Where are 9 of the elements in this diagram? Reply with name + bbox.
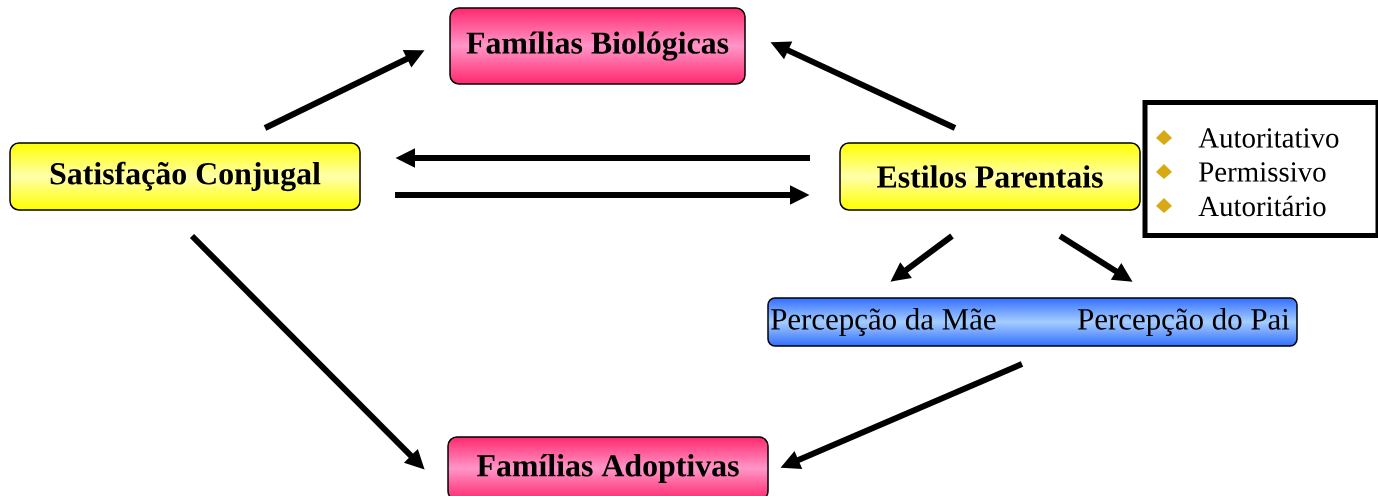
list-item: Autoritativo [1198, 128, 1339, 148]
rounded-box: Satisfação Conjugal [9, 142, 361, 211]
box-text: Percepção da Mãe [771, 308, 996, 336]
rounded-box: Famílias Biológicas [449, 7, 746, 85]
list-item: Autoritário [1198, 195, 1326, 217]
box-text: Percepção do Pai [1078, 308, 1290, 336]
rounded-box: Famílias Adoptivas [447, 436, 769, 496]
rounded-box: Estilos Parentais [839, 142, 1141, 211]
list-item: Permissivo [1199, 162, 1326, 182]
